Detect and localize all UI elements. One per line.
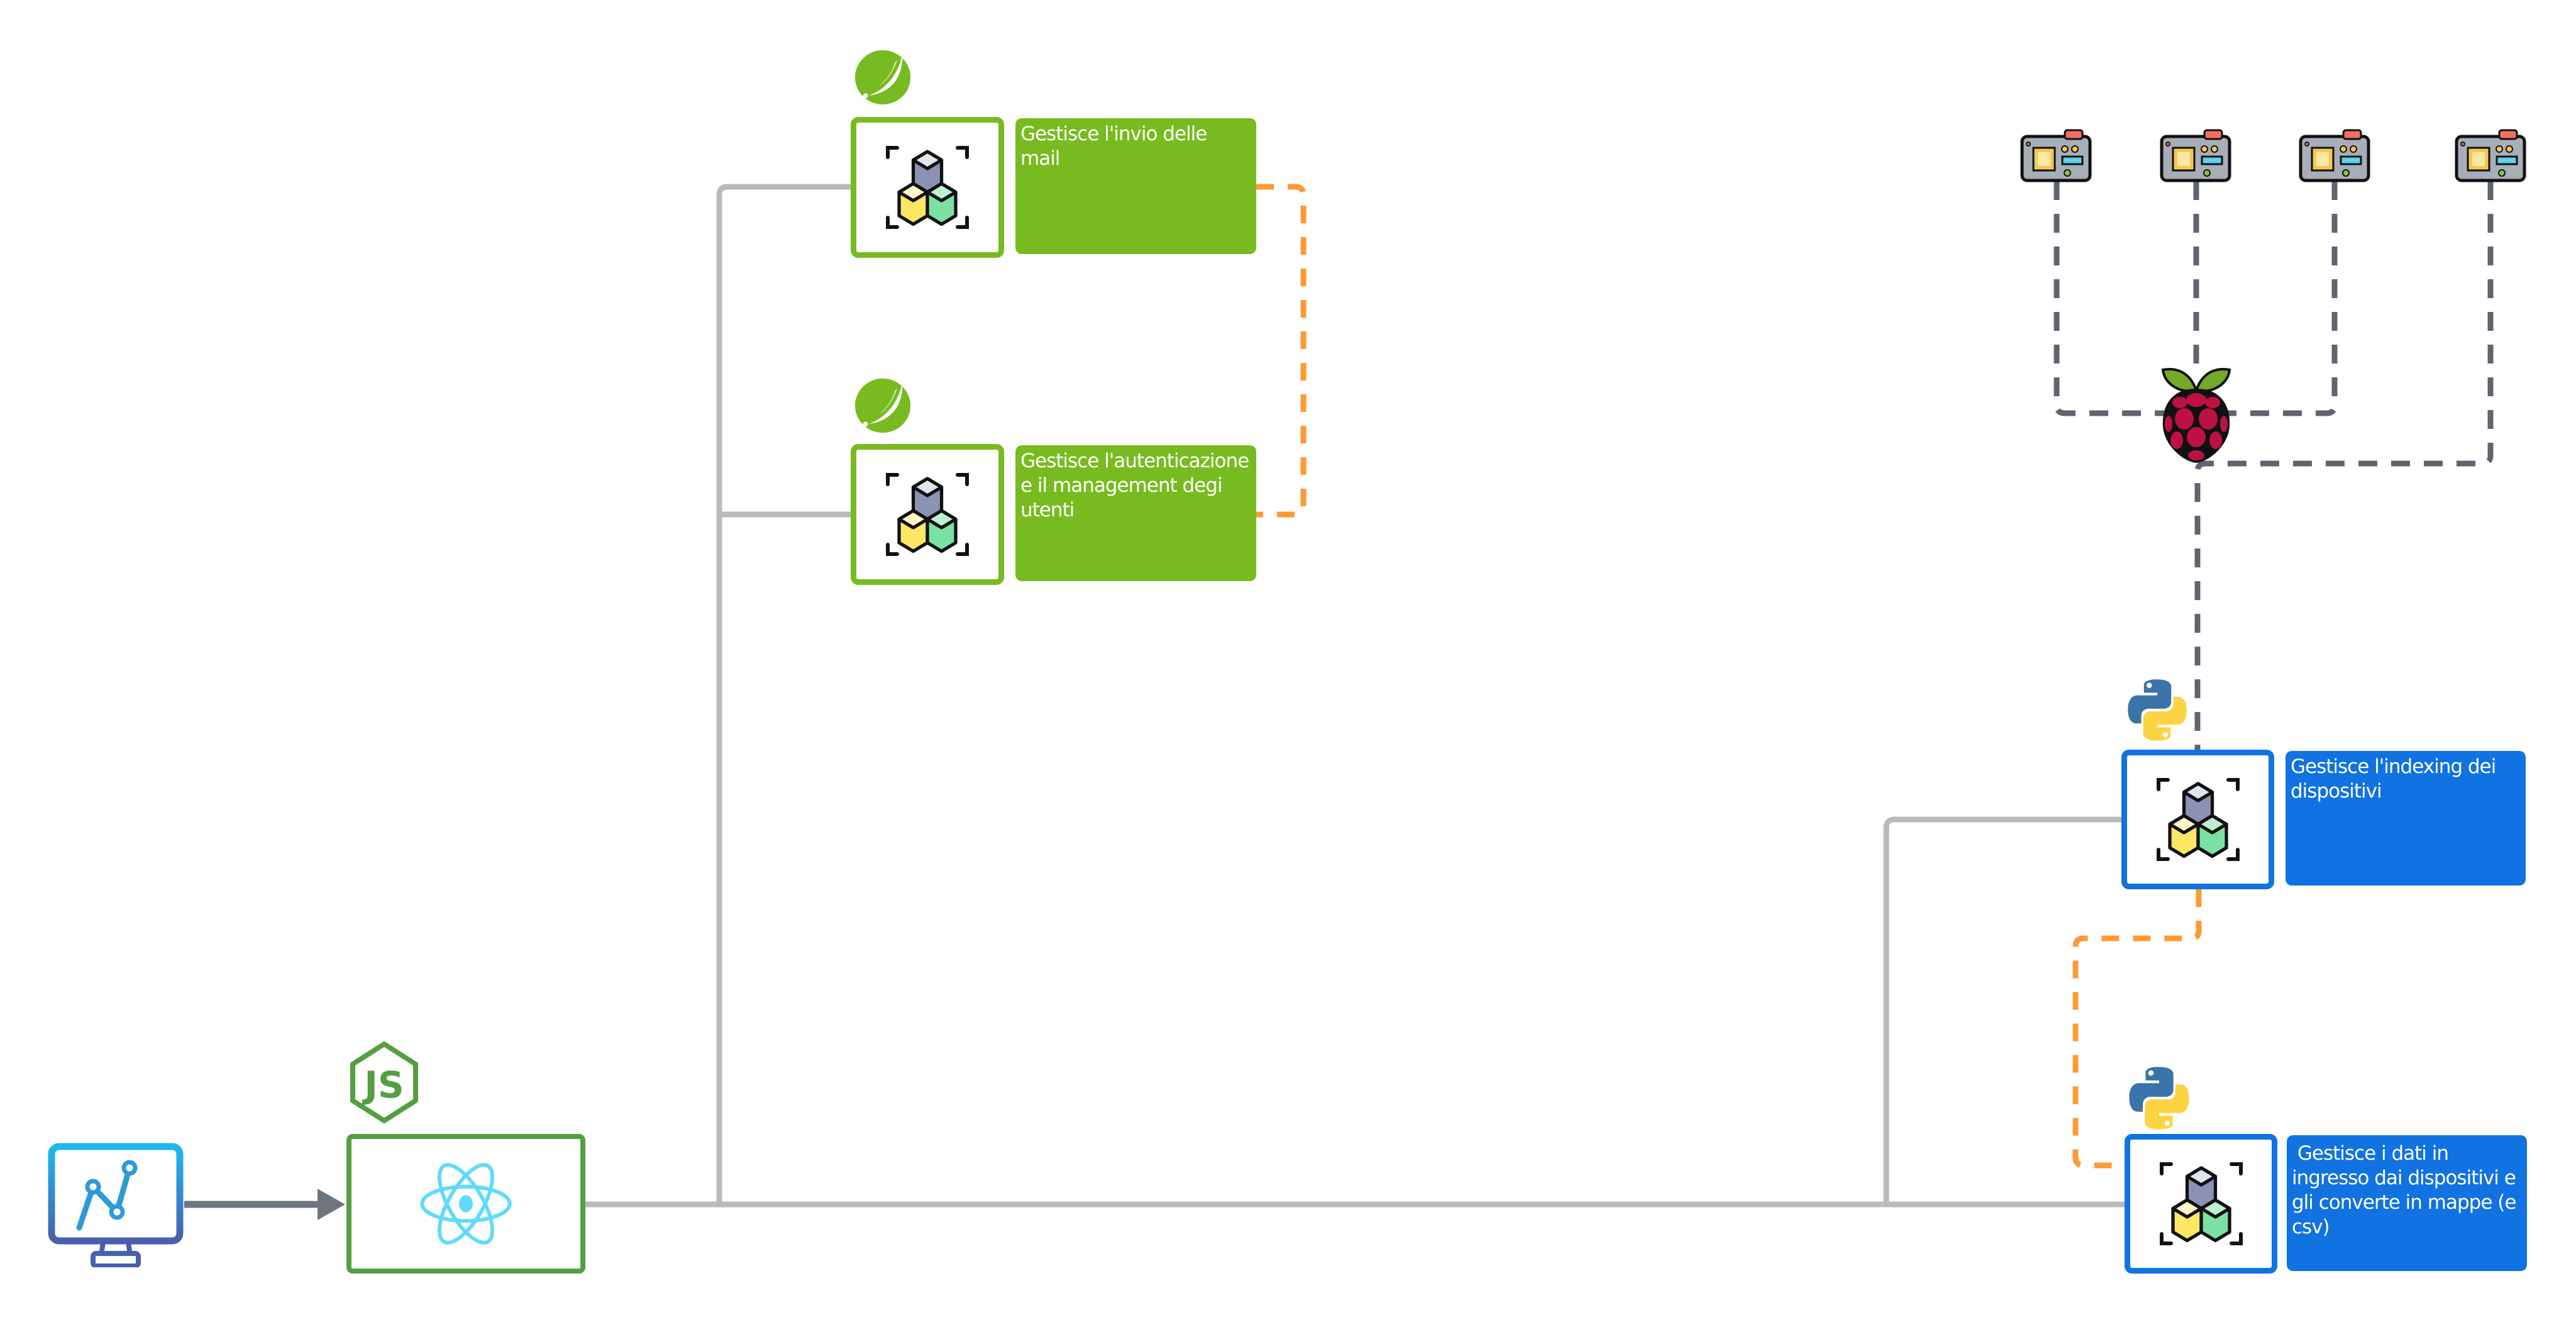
react-icon — [420, 1163, 512, 1245]
mail-service-description: Gestisce l'invio delle mail — [1015, 118, 1256, 254]
client-monitor[interactable] — [48, 1143, 184, 1267]
dashed-link-indexing-ingest — [2072, 889, 2202, 1169]
raspberry-pi-gateway[interactable] — [2158, 364, 2235, 464]
indexing-service-description: Gestisce l'indexing dei dispositivi — [2286, 751, 2526, 886]
ingest-service-description: Gestisce i dati in ingresso dai disposit… — [2287, 1135, 2527, 1271]
circuit-board-icon — [2455, 129, 2526, 182]
connector-trunk-to-mail — [716, 184, 851, 1204]
spring-leaf-icon — [854, 378, 911, 433]
microservice-cubes-icon — [886, 473, 969, 556]
svg-text:JS: JS — [362, 1064, 404, 1106]
ingest-service-box[interactable] — [2125, 1134, 2277, 1274]
auth-service-description: Gestisce l'autenticazione e il managemen… — [1015, 445, 1256, 581]
auth-service-box[interactable] — [851, 444, 1004, 585]
circuit-board-icon — [2160, 129, 2231, 182]
indexing-service-box[interactable] — [2121, 750, 2274, 889]
microservice-cubes-icon — [2156, 778, 2240, 861]
python-icon — [2129, 1067, 2189, 1130]
device-board-4[interactable] — [2454, 129, 2527, 183]
device-board-2[interactable] — [2159, 129, 2232, 183]
dashed-link-device-4 — [2194, 181, 2494, 751]
device-board-3[interactable] — [2298, 129, 2371, 183]
spring-badge-mail — [851, 45, 915, 107]
spring-badge-auth — [851, 374, 915, 435]
circuit-board-icon — [2299, 129, 2370, 182]
device-board-1[interactable] — [2020, 129, 2092, 183]
dashed-link-mail-auth — [1256, 184, 1307, 518]
raspberry-pi-icon — [2161, 368, 2231, 463]
connector-to-indexing — [1883, 816, 2124, 1204]
python-icon — [2128, 679, 2187, 741]
spring-leaf-icon — [854, 50, 911, 105]
circuit-board-icon — [2020, 129, 2092, 182]
mail-service-box[interactable] — [851, 117, 1004, 258]
dashed-link-device-1 — [2054, 181, 2197, 416]
monitor-chart-icon — [48, 1143, 184, 1267]
dashed-link-device-3 — [2197, 181, 2338, 416]
python-badge-indexing — [2124, 677, 2191, 743]
microservice-cubes-icon — [2159, 1162, 2243, 1245]
arrow-client-to-frontend — [184, 1189, 345, 1220]
microservice-cubes-icon — [886, 146, 969, 229]
nodejs-icon: JS — [350, 1041, 418, 1123]
python-badge-ingest — [2125, 1064, 2193, 1132]
frontend-react-box[interactable] — [346, 1134, 585, 1274]
nodejs-badge: JS — [348, 1041, 421, 1124]
